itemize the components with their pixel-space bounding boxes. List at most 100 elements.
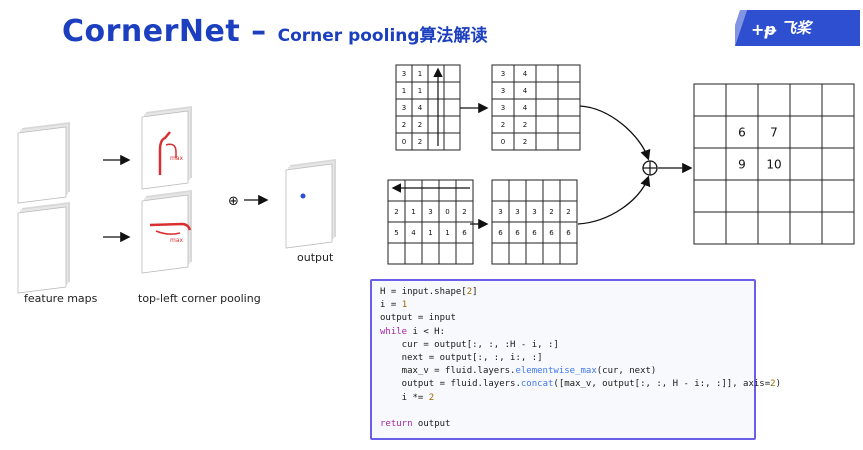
grid-cell-value: 6 xyxy=(532,229,537,237)
grid-cell xyxy=(421,242,440,265)
feature-map-top xyxy=(17,122,70,204)
grid-cell xyxy=(491,179,510,202)
paddle-glyph-icon: +ᵽ xyxy=(751,20,777,39)
svg-text:max: max xyxy=(170,237,184,244)
grid-cell xyxy=(427,115,445,134)
grid-cell-value: 4 xyxy=(523,104,528,112)
grid-cell xyxy=(542,242,561,265)
label-feature-maps: feature maps xyxy=(24,292,98,305)
grid-cell-value: 3 xyxy=(501,104,505,112)
grid-cell xyxy=(427,132,445,151)
code-token: max_v = fluid.layers. xyxy=(380,366,516,377)
grid-cell xyxy=(421,179,440,202)
grid-cell xyxy=(789,211,823,245)
grid-cell-value: 3 xyxy=(501,70,505,78)
grid-cell xyxy=(557,98,581,117)
grid-cell-value: 2 xyxy=(523,121,527,129)
grid-cell-value: 6 xyxy=(462,229,467,237)
svg-text:max: max xyxy=(170,155,184,162)
grid-cell xyxy=(789,115,823,149)
grid-cell-value: 4 xyxy=(418,104,423,112)
pooling-map-bottom: max xyxy=(141,190,192,274)
code-text: H = input.shape[2] i = 1 output = input … xyxy=(380,286,781,431)
code-token: 1 xyxy=(401,300,408,311)
grid-cell xyxy=(557,132,581,151)
grid-cell-value: 5 xyxy=(394,229,398,237)
grid-cell-value: 1 xyxy=(418,87,422,95)
grid-cell-value: 3 xyxy=(428,208,432,216)
grid-cell xyxy=(559,179,578,202)
code-token: concat xyxy=(520,379,554,390)
grid-cell-value: 2 xyxy=(418,121,422,129)
grid-cell xyxy=(693,179,727,213)
grid-cell xyxy=(725,115,759,149)
code-token: 2 xyxy=(466,287,473,297)
grid-cell xyxy=(491,242,510,265)
grid-cell xyxy=(535,81,559,100)
grid-cell xyxy=(443,81,461,100)
grid-cell xyxy=(438,242,457,265)
curve-top-to-sum xyxy=(579,105,651,161)
code-token: i < H: xyxy=(407,326,446,337)
code-token: ] xyxy=(472,287,478,297)
grid-cell-value: 2 xyxy=(418,138,422,146)
corner-dot xyxy=(300,193,306,199)
grid-cell-value: 3 xyxy=(402,104,406,112)
grid-cell-value: 7 xyxy=(770,125,778,139)
label-corner-pooling: top-left corner pooling xyxy=(138,292,261,305)
grid-cell xyxy=(443,115,461,134)
grid-cell xyxy=(542,179,561,202)
grid-cell-value: 3 xyxy=(501,87,505,95)
grid-cell xyxy=(789,83,823,117)
grid-cell xyxy=(404,242,423,265)
grid-cell xyxy=(559,242,578,265)
code-token: i *= xyxy=(380,392,429,403)
grid-cell-value: 0 xyxy=(445,208,449,216)
grid-cell-value: 2 xyxy=(523,138,527,146)
grid-cell xyxy=(821,147,855,181)
code-token: ) xyxy=(775,379,781,390)
grid-cell xyxy=(557,81,581,100)
logo-text: 飞桨 xyxy=(781,19,812,37)
grid-cell-value: 2 xyxy=(549,208,553,216)
plus-symbol-small: ⊕ xyxy=(228,194,239,209)
grid-cell xyxy=(557,115,581,134)
feature-map-bottom xyxy=(17,202,70,294)
code-block: H = input.shape[2] i = 1 output = input … xyxy=(370,279,781,440)
grid-cell-value: 1 xyxy=(428,229,432,237)
grid-cell-value: 6 xyxy=(738,125,746,139)
grid-cell xyxy=(387,179,406,202)
grid-cell xyxy=(525,242,544,265)
grid-cell xyxy=(821,115,855,149)
paddle-logo: +ᵽ 飞桨 xyxy=(735,10,860,46)
grid-cell xyxy=(789,179,823,213)
grid-cell xyxy=(693,211,727,245)
grid-cell-value: 0 xyxy=(402,138,406,146)
grid-cell xyxy=(821,83,855,117)
grid-cell xyxy=(535,132,559,151)
code-token: output = fluid.layers. xyxy=(380,379,521,390)
grid-cell-value: 3 xyxy=(498,208,502,216)
grid-cell xyxy=(508,242,527,265)
title-main: CornerNet – xyxy=(62,14,278,49)
max-arrow-horizontal xyxy=(149,222,192,231)
logo-background: +ᵽ xyxy=(735,10,860,46)
code-token: H = input.shape[ xyxy=(380,287,467,297)
grid-cell xyxy=(693,83,727,117)
grid-cell-value: 6 xyxy=(498,229,503,237)
grid-cell-value: 1 xyxy=(445,229,449,237)
code-token: output xyxy=(412,419,451,430)
code-token: ([max_v, output[:, :, H - i:, :]], axis= xyxy=(553,379,771,390)
grid-cell xyxy=(508,179,527,202)
grid-cell-value: 2 xyxy=(394,208,398,216)
grid-cell-value: 1 xyxy=(402,87,406,95)
sum-icon xyxy=(642,160,658,176)
code-token: 2 xyxy=(428,392,435,403)
grid-cell xyxy=(725,211,759,245)
code-token: while xyxy=(380,326,408,337)
code-token: next = output[:, :, i:, :] xyxy=(380,353,543,364)
